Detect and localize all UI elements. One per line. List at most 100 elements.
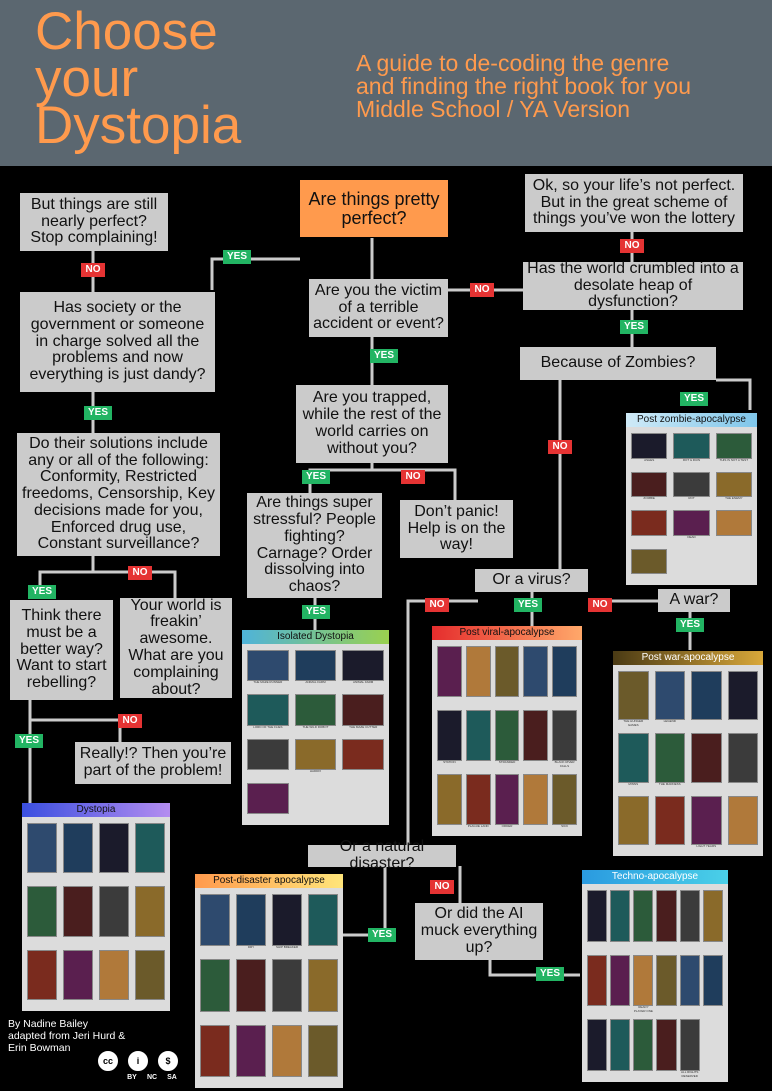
book-item [200, 1024, 230, 1084]
book-item [679, 890, 700, 949]
book-item: ROT [673, 471, 710, 505]
book-item: THIS IS NOT A TEST [715, 433, 752, 466]
node-dont-panic: Don’t panic! Help is on the way! [400, 500, 513, 558]
book-cover [587, 890, 608, 942]
book-cover [610, 954, 631, 1007]
book-cover [691, 671, 722, 721]
book-item: HADDIX [294, 738, 337, 777]
book-cover [552, 710, 577, 761]
book-caption [466, 697, 491, 704]
book-caption [691, 783, 722, 790]
book-cover [691, 795, 722, 845]
book-item: ORDER [494, 774, 520, 832]
cc-icon: cc [96, 1049, 120, 1073]
book-cover [135, 949, 165, 1000]
book-caption [656, 942, 676, 949]
book-item [247, 738, 289, 777]
node-zombies: Because of Zombies? [520, 347, 716, 380]
connector-ai-techno [488, 960, 580, 977]
book-item: THE MAZE RUNNER [247, 650, 289, 688]
book-item: STATION [437, 710, 462, 768]
book-item [494, 646, 520, 704]
book-item [631, 548, 668, 582]
answer-no: NO [118, 714, 142, 728]
book-caption [610, 942, 630, 949]
book-cover [587, 954, 608, 1007]
header-banner: Choose your Dystopia A guide to de-codin… [0, 0, 772, 166]
book-item [610, 890, 631, 949]
book-cover [631, 510, 668, 536]
book-item [99, 949, 129, 1007]
book-item [702, 954, 723, 1014]
book-caption [728, 720, 759, 727]
book-caption [523, 761, 548, 768]
book-cover [654, 733, 685, 783]
book-cover [679, 1019, 700, 1071]
book-cover [247, 650, 289, 682]
book-item: BLACK RIVER FALLS [552, 710, 577, 768]
book-item [523, 774, 549, 832]
book-cover [633, 954, 654, 1007]
book-caption [247, 770, 289, 777]
book-cover [654, 671, 685, 721]
answer-yes: YES [620, 320, 648, 334]
book-cover [727, 671, 758, 721]
book-cover [631, 471, 668, 497]
book-item [656, 954, 677, 1014]
book-caption: LEGEND [663, 720, 676, 724]
answer-yes: YES [302, 470, 330, 484]
node-really: Really!? Then you’re part of the problem… [75, 742, 231, 784]
book-item [465, 646, 491, 704]
book-cover [465, 774, 491, 825]
book-caption [656, 1006, 676, 1013]
book-item: SHIP BREAKER [272, 894, 302, 953]
cc-license-badge[interactable]: cc i $ BY NC SA [96, 1048, 186, 1081]
book-item: THE ENEMY [715, 471, 752, 505]
book-item [63, 949, 93, 1007]
book-cover [272, 894, 302, 947]
book-cover [27, 949, 57, 1000]
book-item [236, 959, 266, 1018]
book-cover [294, 650, 337, 682]
book-cover [135, 886, 165, 937]
book-caption [728, 783, 759, 790]
book-item: ZOMBIE [631, 471, 668, 505]
book-caption [236, 1012, 266, 1019]
book-cover [523, 646, 549, 697]
book-caption: LIGHT YEARS [696, 845, 717, 848]
book-caption: THE WILD ROBOT [302, 725, 329, 729]
book-caption [587, 942, 607, 949]
book-cover [587, 1019, 608, 1071]
book-cover [727, 733, 758, 783]
book-cover [465, 710, 491, 761]
book-cover [308, 959, 338, 1012]
answer-yes: YES [680, 392, 708, 406]
book-caption [63, 873, 93, 880]
answer-yes: YES [368, 928, 396, 942]
book-caption [523, 697, 548, 704]
book-caption: ROT [688, 497, 695, 500]
license-label-nc: NC [146, 1074, 158, 1081]
book-caption: SICK [561, 825, 569, 828]
book-caption [437, 697, 462, 704]
book-item [135, 823, 165, 880]
node-war: A war? [658, 589, 730, 612]
panel-dystopia: Dystopia [22, 803, 170, 1011]
book-cover [618, 671, 649, 721]
book-caption [247, 814, 289, 821]
answer-yes: YES [302, 605, 330, 619]
book-cover [272, 959, 302, 1012]
book-cover [656, 890, 677, 942]
book-caption: ROT & RUIN [682, 458, 701, 462]
answer-yes: YES [15, 734, 43, 748]
book-item: DRY [236, 894, 266, 953]
book-caption [587, 1006, 607, 1013]
node-natural: Or a natural disaster? [308, 838, 456, 872]
book-item [610, 1019, 631, 1078]
book-caption [610, 1006, 630, 1013]
book-cover [342, 738, 384, 770]
book-caption: ZOMBIE [643, 497, 655, 500]
book-caption [587, 1071, 607, 1078]
